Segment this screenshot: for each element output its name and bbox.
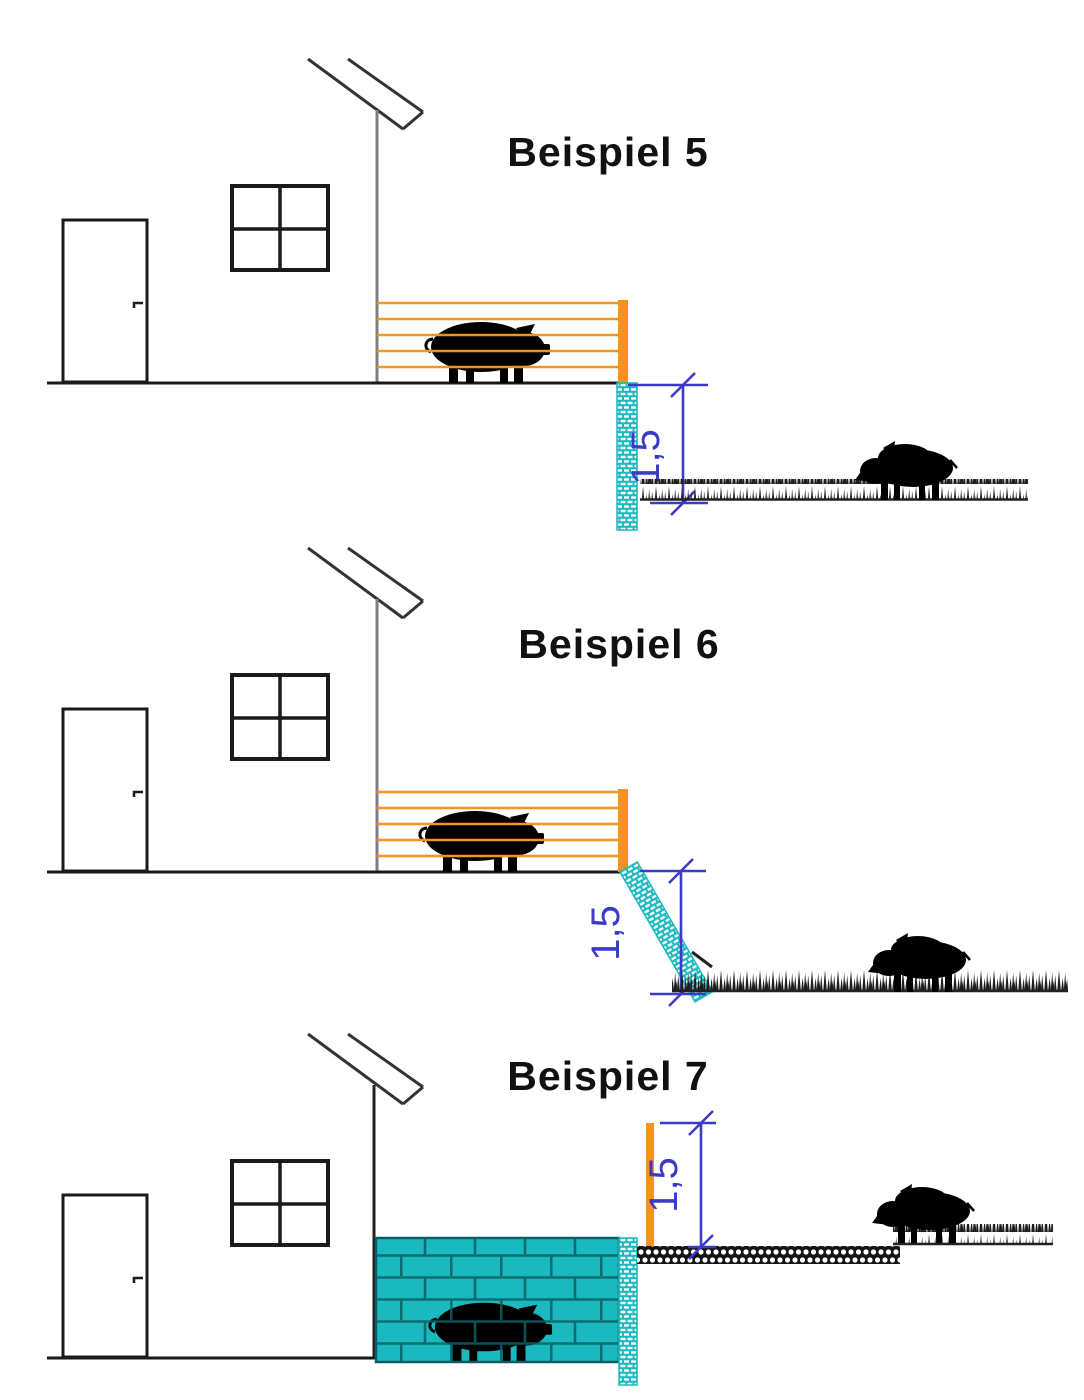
house-facade [61, 1032, 425, 1359]
dimension-label: 1,5 [584, 905, 628, 961]
electric-fence [377, 790, 618, 858]
fence-post [618, 789, 628, 872]
dimension-1-5 [660, 1110, 716, 1260]
electric-fence [377, 301, 618, 369]
dimension-tick [688, 1234, 714, 1260]
pig-silhouette-icon [424, 320, 552, 385]
house-facade [61, 57, 425, 384]
dimension-label: 1,5 [642, 1157, 686, 1213]
slanted-brick-wall [618, 860, 714, 1003]
dimension-label: 1,5 [624, 429, 668, 485]
example-6: Beispiel 6 1,5 [47, 546, 1068, 1007]
grass-strip [672, 970, 1068, 991]
house-facade [61, 546, 425, 873]
mesh-ground-strip [637, 1246, 900, 1264]
example-7-title: Beispiel 7 [507, 1053, 708, 1099]
dimension-tick [670, 372, 696, 398]
example-7: Beispiel 7 1,5 [47, 1032, 1053, 1386]
boundary-brick-wall [616, 382, 638, 531]
dimension-tick [668, 858, 694, 884]
example-5-title: Beispiel 5 [507, 129, 708, 175]
grass-strip [640, 479, 1028, 500]
ground-edge-mark [691, 950, 713, 969]
fence-post [618, 300, 628, 383]
brick-joint-lines [376, 1238, 619, 1362]
fence-post [646, 1123, 654, 1247]
pig-silhouette-icon [418, 809, 546, 874]
boundary-brick-wall [618, 1237, 638, 1386]
dimension-tick [688, 1110, 714, 1136]
example-5: Beispiel 5 1,5 [47, 57, 1028, 531]
example-6-title: Beispiel 6 [518, 621, 719, 667]
